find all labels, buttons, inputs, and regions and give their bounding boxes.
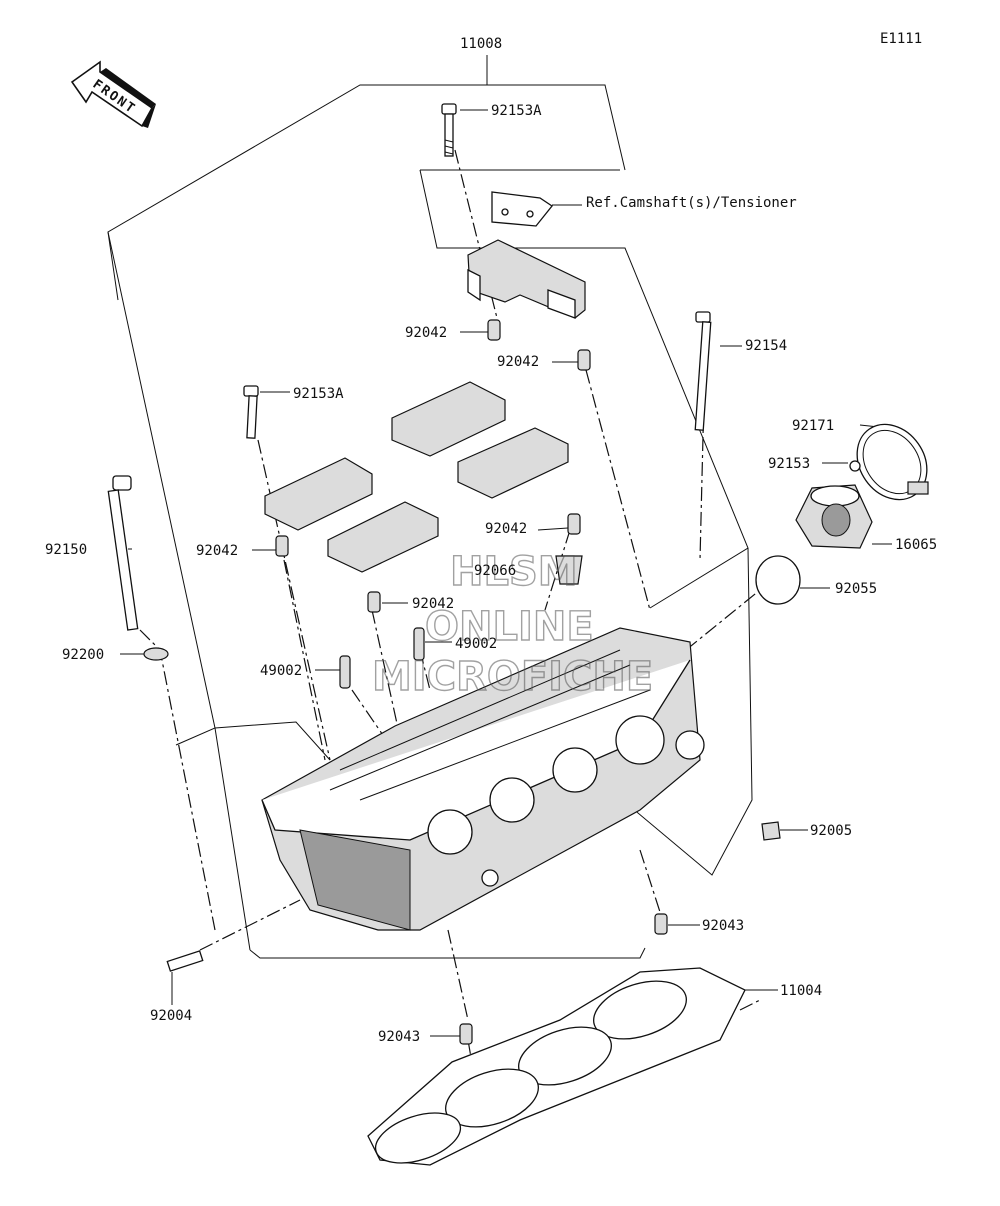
o-ring-92055 [755,555,801,605]
dowel-92042-c [275,535,289,557]
callout-92042-a: 92042 [405,325,447,341]
stud-92004 [166,950,204,972]
callout-49002-b: 49002 [455,636,497,652]
callout-92153a-top: 92153A [491,103,542,119]
callout-92066: 92066 [474,563,516,579]
callout-92004: 92004 [150,1008,192,1024]
watermark: HLSM ONLINE MICROFICHE [371,548,654,700]
dowel-92042-b [577,349,591,371]
screw-92153 [849,460,861,472]
diagram-code: E1111 [880,31,922,47]
callout-92153: 92153 [768,456,810,472]
callout-11008: 11008 [460,36,502,52]
plug-92066 [555,555,583,585]
callout-92200: 92200 [62,647,104,663]
bolt-92154 [694,311,712,431]
dowel-92042-e [367,591,381,613]
svg-text:HLSM: HLSM [450,549,578,595]
dowel-92042-a [487,319,501,341]
svg-text:ONLINE: ONLINE [425,604,594,650]
valve-guide-49002-b [413,627,425,661]
intake-holder-16065 [795,484,873,549]
dowel-92043-b [459,1023,473,1045]
bolt-92150 [107,475,139,631]
callout-49002-a: 49002 [260,663,302,679]
callout-92042-e: 92042 [412,596,454,612]
callout-92042-c: 92042 [196,543,238,559]
hose-clamp-92171 [856,423,929,501]
dowel-92043-a [654,913,668,935]
head-gasket-11004 [367,967,746,1166]
plug-92005 [761,821,781,841]
cam-caps [264,381,569,573]
dowel-92042-d [567,513,581,535]
bolt-92153a-mid [243,385,259,439]
callout-92043-a: 92043 [702,918,744,934]
callout-11004: 11004 [780,983,822,999]
front-arrow-icon: FRONT [70,60,156,128]
washer-92200 [143,647,169,661]
callout-92043-b: 92043 [378,1029,420,1045]
cam-cap-top [467,239,586,319]
callout-92055: 92055 [835,581,877,597]
callout-92042-d: 92042 [485,521,527,537]
callout-92005: 92005 [810,823,852,839]
callout-16065: 16065 [895,537,937,553]
ref-note: Ref.Camshaft(s)/Tensioner [586,195,797,211]
svg-text:MICROFICHE: MICROFICHE [372,654,653,700]
tensioner-bracket [491,191,553,227]
bolt-92153a-top [441,103,457,157]
callout-92150: 92150 [45,542,87,558]
valve-guide-49002-a [339,655,351,689]
callout-92171: 92171 [792,418,834,434]
callout-92153a-mid: 92153A [293,386,344,402]
cylinder-head [261,627,705,931]
callout-92042-b: 92042 [497,354,539,370]
callout-92154: 92154 [745,338,787,354]
